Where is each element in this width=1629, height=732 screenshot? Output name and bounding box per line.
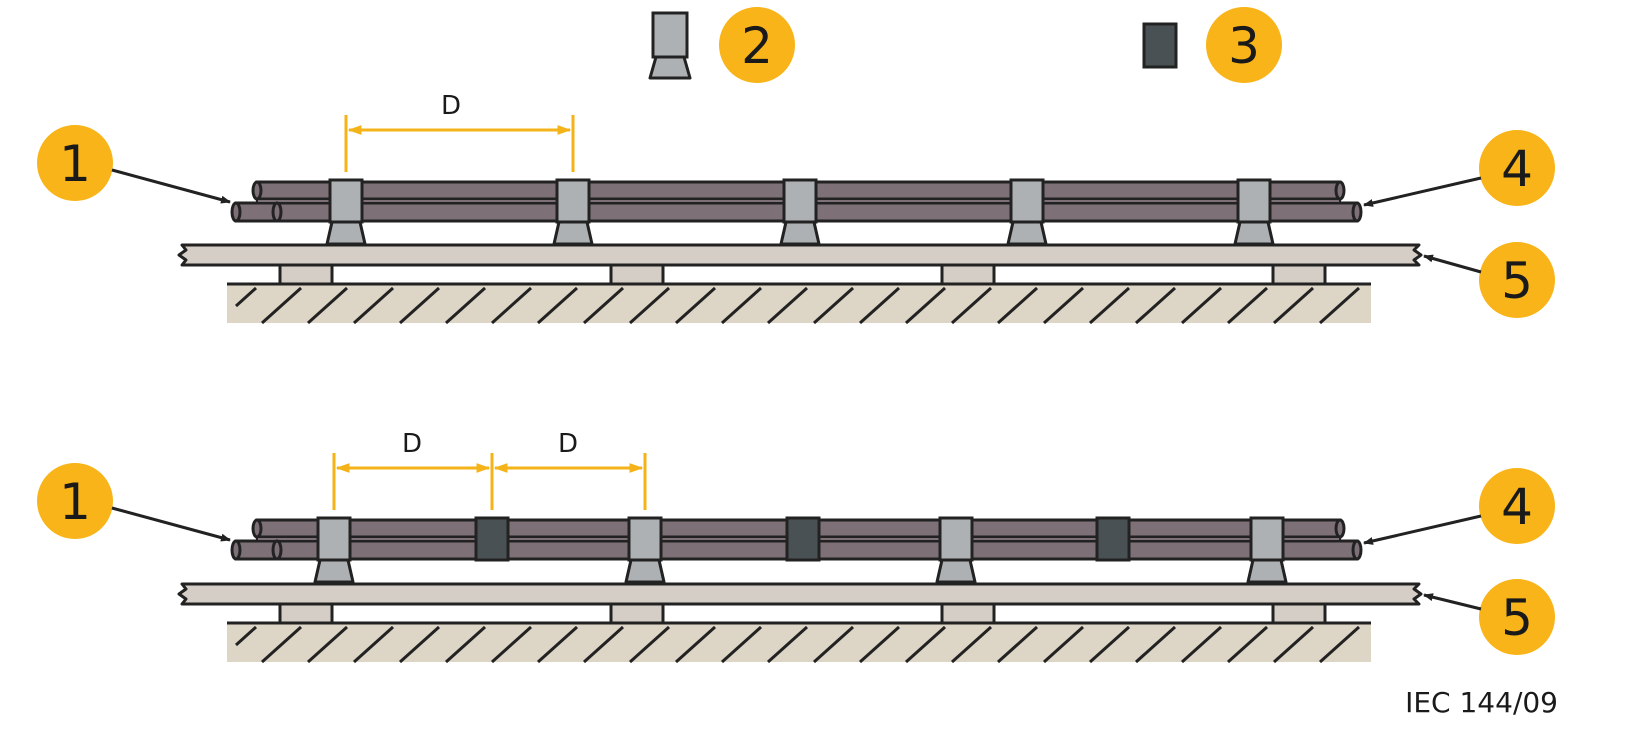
callout-4-top-label: 4 (1501, 140, 1533, 198)
support-bracket (624, 516, 666, 584)
callout-4-bottom-label: 4 (1501, 478, 1533, 536)
callout-5-top: 5 (1423, 242, 1555, 318)
legend-light-support-icon (648, 11, 692, 80)
support-bracket (313, 516, 355, 584)
top-tray-legs (278, 263, 1327, 286)
bottom-ground (227, 621, 1371, 664)
support-bracket (935, 516, 977, 584)
top-ground-hatching (234, 286, 1361, 325)
top-ground (227, 282, 1371, 325)
callout-3: 3 (1206, 7, 1282, 83)
top-assembly: D 1 4 5 (37, 91, 1555, 325)
callout-5-bottom: 5 (1423, 579, 1555, 655)
bottom-assembly: D D 1 4 5 (37, 429, 1555, 664)
bottom-dimension-label-1: D (402, 429, 422, 459)
support-bracket (552, 178, 594, 246)
bottom-tray (177, 582, 1423, 606)
legend-dark-spacer-icon (1142, 22, 1178, 69)
top-dimension-label: D (441, 91, 461, 121)
callout-3-label: 3 (1228, 17, 1260, 75)
bottom-ground-hatching (234, 625, 1361, 664)
support-bracket (1233, 178, 1275, 246)
top-dimension: D (344, 91, 575, 172)
bottom-dimensions: D D (332, 429, 647, 510)
bottom-tray-legs (278, 602, 1327, 625)
support-bracket (779, 178, 821, 246)
callout-1-bottom-label: 1 (59, 473, 91, 531)
spacer-block (474, 516, 510, 562)
top-tray (177, 243, 1423, 267)
legend: 2 3 (648, 7, 1282, 83)
callout-1-top-label: 1 (59, 135, 91, 193)
spacer-block (1095, 516, 1131, 562)
support-bracket (1006, 178, 1048, 246)
callout-1-bottom: 1 (37, 463, 231, 542)
reference-label: IEC 144/09 (1405, 686, 1558, 719)
callout-2-label: 2 (741, 17, 773, 75)
callout-2: 2 (719, 7, 795, 83)
top-light-supports (325, 178, 1275, 246)
callout-1-top: 1 (37, 125, 231, 204)
support-bracket (1246, 516, 1288, 584)
callout-4-bottom: 4 (1363, 468, 1555, 545)
callout-4-top: 4 (1363, 130, 1555, 207)
spacer-block (785, 516, 821, 562)
bottom-dimension-label-2: D (558, 429, 578, 459)
callout-5-top-label: 5 (1501, 252, 1533, 310)
bottom-dark-spacers (474, 516, 1131, 562)
bottom-light-supports (313, 516, 1288, 584)
callout-5-bottom-label: 5 (1501, 589, 1533, 647)
support-bracket (325, 178, 367, 246)
